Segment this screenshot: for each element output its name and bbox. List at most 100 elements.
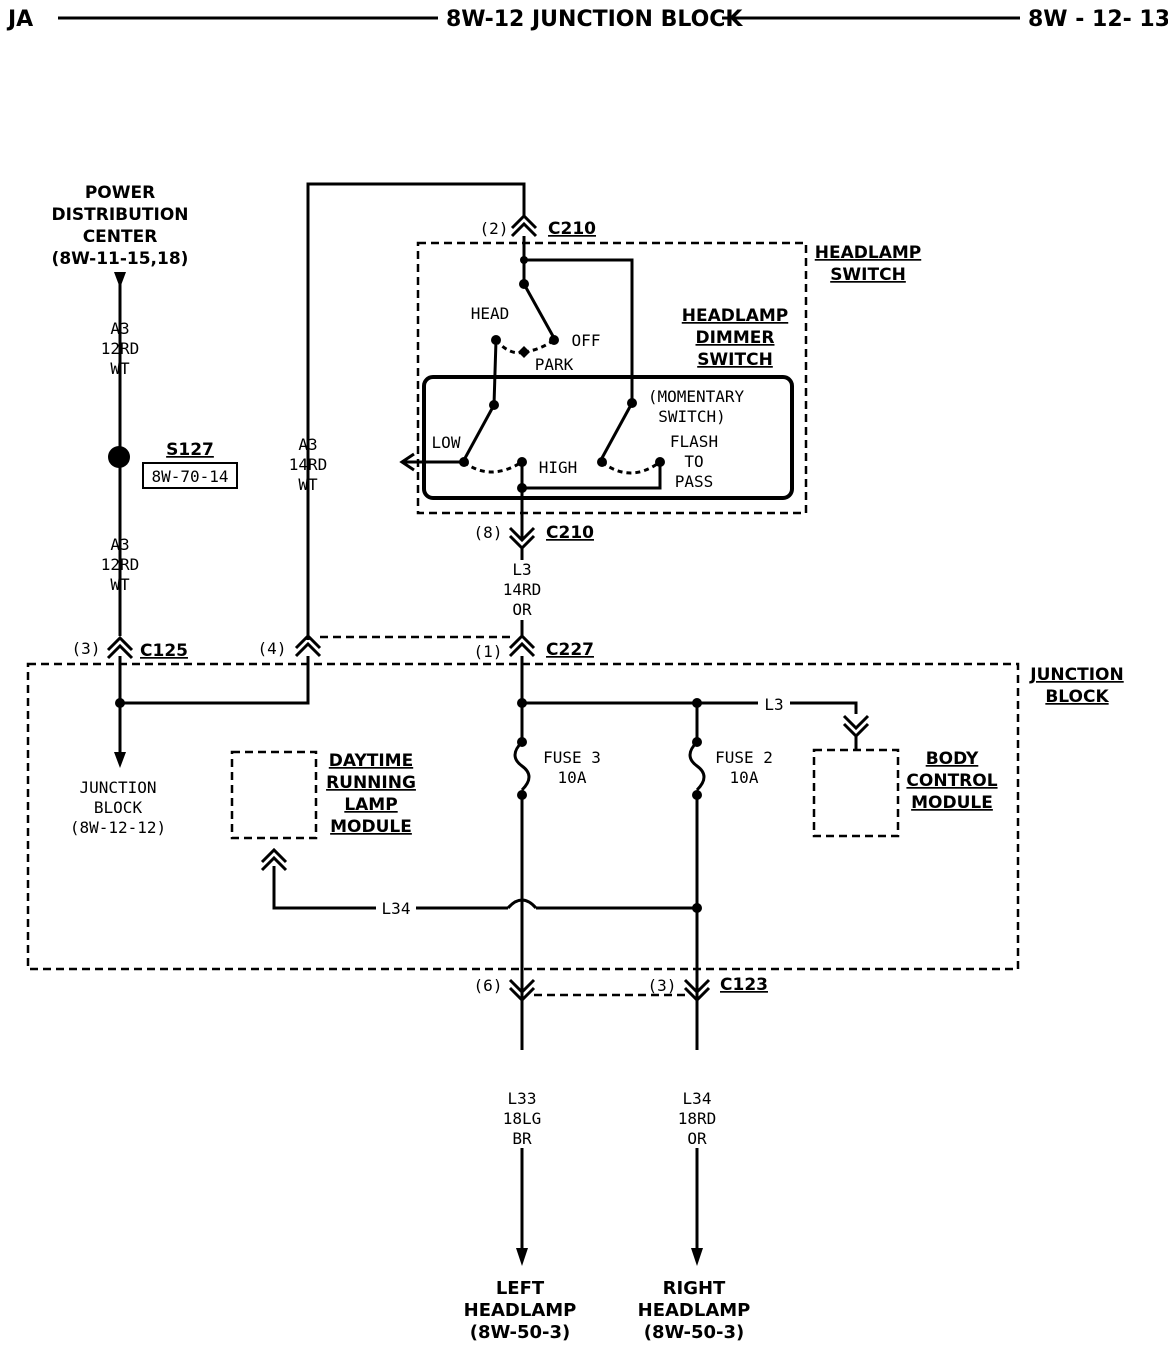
svg-text:DISTRIBUTION: DISTRIBUTION [51,205,188,225]
wire-l34-label: L34 18RD OR [671,1086,723,1148]
svg-text:CONTROL: CONTROL [906,771,997,791]
svg-text:DIMMER: DIMMER [696,328,775,348]
wire-a3-14rd [306,182,526,640]
wire-l34-internal [272,866,508,910]
head-label: HEAD [471,304,510,323]
headlamp-switch-box [416,241,808,515]
svg-text:POWER: POWER [85,183,155,203]
svg-text:WT: WT [110,575,130,594]
wire-a3-14rd-label: A3 14RD WT [289,435,328,494]
wire-momentary-feed [524,258,634,400]
svg-text:OR: OR [687,1129,707,1148]
c210-top-label: C210 [548,219,596,239]
flash-travel-path [601,460,661,475]
svg-text:LAMP: LAMP [344,795,397,815]
connector-c123-pin6-icon [508,978,536,1003]
left-headlamp-label: LEFT HEADLAMP (8W-50-3) [464,1278,577,1343]
svg-text:WT: WT [110,359,130,378]
node-dot [115,698,125,708]
svg-text:RIGHT: RIGHT [663,1278,726,1299]
svg-text:(8W-50-3): (8W-50-3) [644,1322,745,1343]
dimmer-travel-path [463,460,523,474]
svg-text:L33: L33 [508,1089,537,1108]
header-page-number: 8W - 12- 13 [1028,7,1168,32]
right-headlamp-label: RIGHT HEADLAMP (8W-50-3) [638,1278,751,1343]
svg-text:DAYTIME: DAYTIME [329,751,413,771]
svg-text:18RD: 18RD [678,1109,717,1128]
c125-pin4-label: (4) [258,639,287,658]
svg-text:HEADLAMP: HEADLAMP [638,1300,751,1321]
low-label: LOW [432,433,461,452]
svg-text:(MOMENTARY: (MOMENTARY [648,387,745,406]
svg-text:12RD: 12RD [101,339,140,358]
l3-bcm-label: L3 [764,695,783,714]
drl-module-box [230,750,318,840]
connector-c125-pin3-icon [106,635,134,660]
l34-internal-label: L34 [382,899,411,918]
wire-a3-jb-bus [120,656,310,705]
flash-blade [600,402,634,459]
bcm-box [812,748,900,838]
fuse2-icon [688,740,706,792]
svg-text:OR: OR [512,600,532,619]
c227-pin-label: (1) [474,642,503,661]
node-dot [517,698,527,708]
high-label: HIGH [539,458,578,477]
label-mask [376,898,416,918]
dimmer-blade [462,404,496,461]
svg-text:(8W-11-15,18): (8W-11-15,18) [52,249,189,269]
svg-text:WT: WT [298,475,318,494]
svg-text:HEADLAMP: HEADLAMP [815,243,921,263]
svg-text:14RD: 14RD [289,455,328,474]
c123-pin6-label: (6) [474,976,503,995]
node-dot [517,483,527,493]
c125-label: C125 [140,641,188,661]
splice-id: S127 [166,440,214,460]
c210-pin2-label: (2) [480,219,509,238]
svg-text:SWITCH: SWITCH [697,350,773,370]
svg-text:A3: A3 [110,535,129,554]
junction-block-label: JUNCTION BLOCK [1029,665,1123,707]
svg-text:TO: TO [684,452,703,471]
svg-text:MODULE: MODULE [911,793,993,813]
dimmer-switch-box [422,375,794,500]
right-headlamp-arrow-icon [691,1248,703,1266]
flash-to-pass-label: FLASH TO PASS [670,432,718,491]
svg-text:A3: A3 [110,319,129,338]
splice-ref-box [142,462,238,489]
header-left: JA [6,7,33,32]
svg-text:14RD: 14RD [503,580,542,599]
fuse3-label: FUSE 3 10A [543,748,601,787]
switch-travel-path [523,338,555,354]
c123-label: C123 [720,975,768,995]
connector-c227-icon [508,633,536,658]
svg-text:FLASH: FLASH [670,432,718,451]
wire-l33-label: L33 18LG BR [496,1086,548,1148]
junction-block-ref-label: JUNCTION BLOCK (8W-12-12) [70,778,166,837]
fuse3-icon [513,740,531,792]
c123-pin3-label: (3) [648,976,677,995]
svg-text:L3: L3 [512,560,531,579]
wire-a3-bottom-label: A3 12RD WT [101,535,140,594]
drl-module-label: DAYTIME RUNNING LAMP MODULE [326,751,416,837]
wire-l3-bus [522,701,858,714]
svg-text:BLOCK: BLOCK [1045,687,1109,707]
node-dot [520,256,528,264]
splice-s127-dot [108,446,130,468]
c227-label: C227 [546,640,594,660]
svg-text:BR: BR [512,1129,532,1148]
headlamp-switch-blade [522,283,556,339]
off-label: OFF [572,331,601,350]
wire-a3-top-label: A3 12RD WT [101,319,140,378]
svg-text:FUSE 2: FUSE 2 [715,748,773,767]
park-label: PARK [535,355,574,374]
svg-text:(8W-12-12): (8W-12-12) [70,818,166,837]
svg-text:JUNCTION: JUNCTION [1029,665,1123,685]
headlamp-dimmer-switch-label: HEADLAMP DIMMER SWITCH [682,306,788,370]
svg-text:L34: L34 [683,1089,712,1108]
svg-text:HEADLAMP: HEADLAMP [682,306,788,326]
bcm-connector-icon [842,714,870,739]
svg-text:18LG: 18LG [503,1109,542,1128]
fuse2-label: FUSE 2 10A [715,748,773,787]
